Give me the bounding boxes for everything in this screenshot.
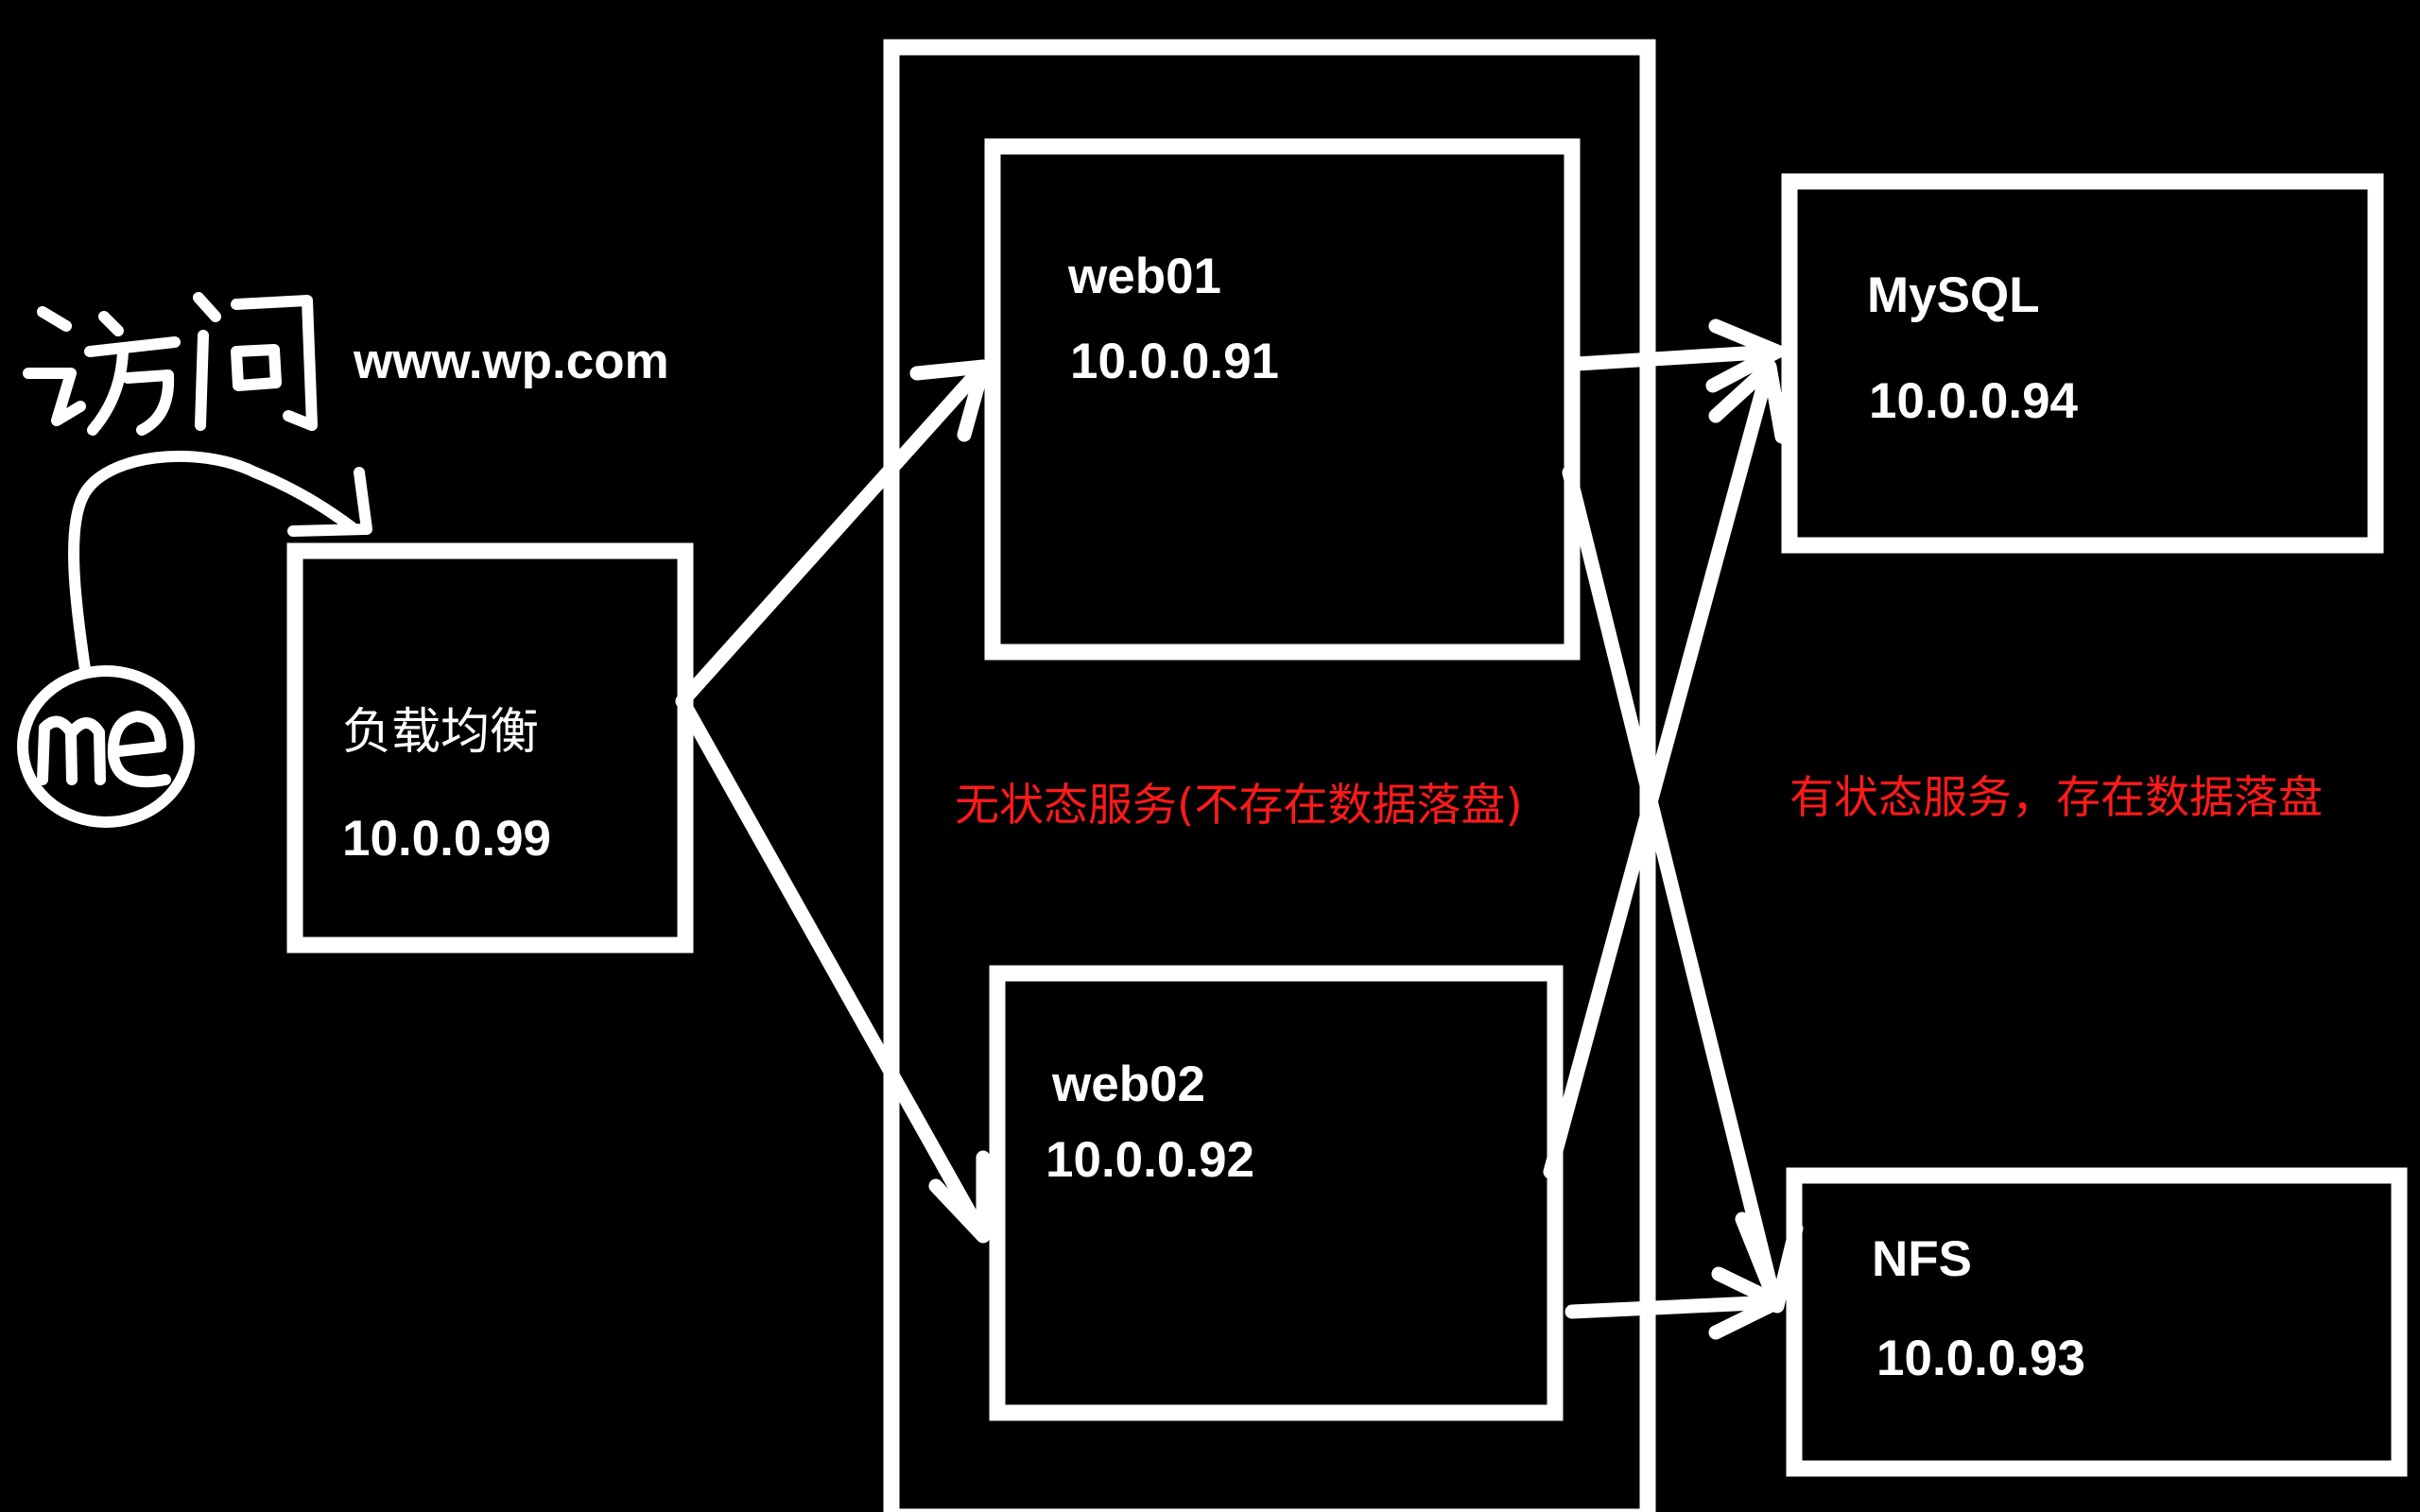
load-balancer-name: 负载均衡 bbox=[342, 704, 539, 761]
node-mysql: MySQL 10.0.0.94 bbox=[1781, 173, 2384, 554]
load-balancer-ip: 10.0.0.99 bbox=[342, 811, 551, 867]
stateful-note: 有状态服务，存在数据落盘 bbox=[1789, 772, 2323, 824]
node-web02: web02 10.0.0.92 bbox=[989, 965, 1564, 1421]
mysql-ip: 10.0.0.94 bbox=[1869, 373, 2079, 429]
web01-name: web01 bbox=[1067, 249, 1221, 304]
nfs-ip: 10.0.0.93 bbox=[1876, 1331, 2085, 1386]
handwritten-visit-label bbox=[23, 292, 318, 436]
user-access-arrow bbox=[68, 450, 372, 675]
web02-ip: 10.0.0.92 bbox=[1046, 1132, 1254, 1188]
mysql-name: MySQL bbox=[1867, 267, 2040, 323]
stateless-note: 无状态服务(不存在数据落盘) bbox=[955, 780, 1523, 832]
arrow-web02-to-nfs bbox=[1564, 1266, 1785, 1340]
user-me-icon bbox=[17, 665, 195, 828]
arrow-web01-to-nfs bbox=[1562, 465, 1804, 1314]
node-load-balancer: 负载均衡 10.0.0.99 bbox=[286, 542, 694, 954]
arrow-lb-to-web02 bbox=[675, 694, 991, 1244]
web02-name: web02 bbox=[1051, 1057, 1205, 1112]
url-label: www.wp.com bbox=[353, 334, 669, 389]
arrow-web01-to-mysql bbox=[1569, 318, 1785, 393]
web01-ip: 10.0.0.91 bbox=[1070, 334, 1279, 389]
node-nfs: NFS 10.0.0.93 bbox=[1786, 1167, 2408, 1477]
node-web01: web01 10.0.0.91 bbox=[984, 138, 1581, 661]
arrow-web02-to-mysql bbox=[1543, 359, 1789, 1179]
nfs-name: NFS bbox=[1872, 1231, 1972, 1287]
arrow-lb-to-web01 bbox=[675, 359, 991, 709]
